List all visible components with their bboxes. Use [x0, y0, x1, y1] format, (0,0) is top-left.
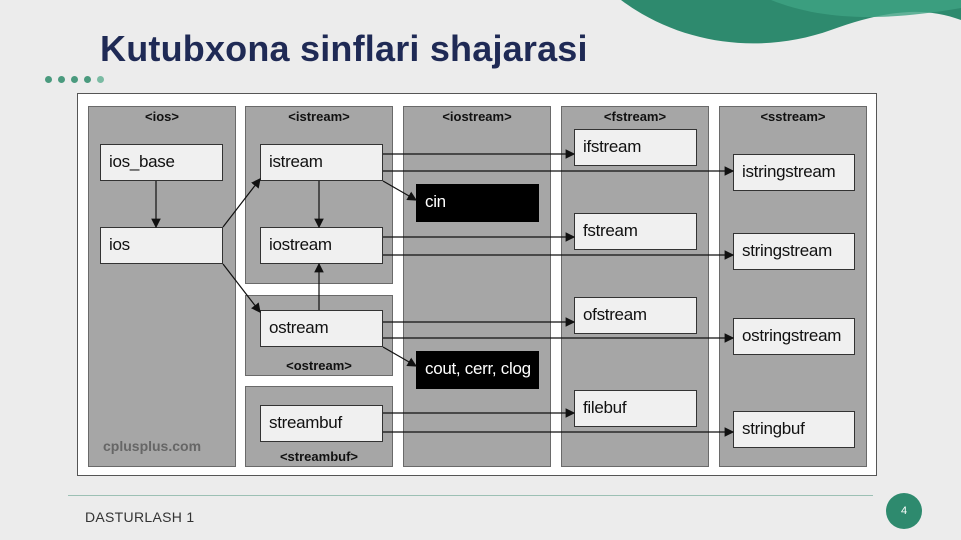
column-header-fstream: <fstream> [603, 109, 667, 124]
box-stringstream: stringstream [733, 233, 855, 270]
dot [84, 76, 91, 83]
dot [45, 76, 52, 83]
page-number-badge: 4 [886, 493, 922, 529]
dot [58, 76, 65, 83]
arrow-ios-to-ostream [222, 263, 261, 313]
dot [71, 76, 78, 83]
footer-divider [68, 495, 873, 496]
corner-decoration [621, 0, 961, 44]
column-header-sstream: <sstream> [760, 109, 826, 124]
box-fstream: fstream [574, 213, 697, 250]
box-streambuf: streambuf [260, 405, 383, 442]
column-header-iostream: <iostream> [442, 109, 512, 124]
arrow-ostream-to-cout [382, 346, 418, 367]
box-ios: ios [100, 227, 223, 264]
box-cout-cerr-clog: cout, cerr, clog [416, 351, 539, 389]
source-watermark: cplusplus.com [103, 438, 202, 454]
box-ostringstream: ostringstream [733, 318, 855, 355]
arrow-ios-to-istream [222, 178, 261, 228]
slide-title: Kutubxona sinflari shajarasi [100, 28, 588, 69]
box-istringstream: istringstream [733, 154, 855, 191]
decorative-dots [45, 76, 104, 83]
arrow-istream-to-cin [382, 180, 418, 201]
footer-text: DASTURLASH 1 [85, 509, 195, 525]
column-header-streambuf: <streambuf> [279, 449, 359, 464]
box-ofstream: ofstream [574, 297, 697, 334]
class-hierarchy-diagram: <ios> cplusplus.com <istream> <ostream> … [77, 93, 877, 476]
box-istream: istream [260, 144, 383, 181]
column-header-ios: <ios> [145, 109, 179, 124]
box-cin: cin [416, 184, 539, 222]
column-iostream: <iostream> [403, 106, 551, 467]
column-header-ostream: <ostream> [286, 358, 352, 373]
box-filebuf: filebuf [574, 390, 697, 427]
box-ifstream: ifstream [574, 129, 697, 166]
box-ios-base: ios_base [100, 144, 223, 181]
box-ostream: ostream [260, 310, 383, 347]
arrow-layer [151, 149, 735, 437]
dot [97, 76, 104, 83]
column-header-istream: <istream> [288, 109, 350, 124]
